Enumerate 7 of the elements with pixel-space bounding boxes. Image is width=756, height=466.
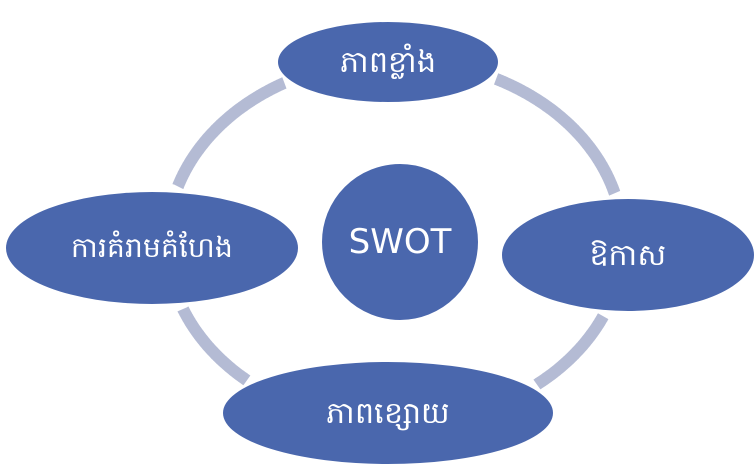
ring-connector <box>532 310 609 390</box>
center-circle: SWOT <box>320 162 480 322</box>
ellipse-node: ភាពខ្លាំង <box>276 20 500 104</box>
ring-connector <box>177 304 252 386</box>
ellipse-node: ឱកាស <box>500 197 756 313</box>
ellipse-node: ការគំរាមគំហែង <box>4 190 300 306</box>
ellipse-node: ភាពខ្សោយ <box>221 360 555 466</box>
